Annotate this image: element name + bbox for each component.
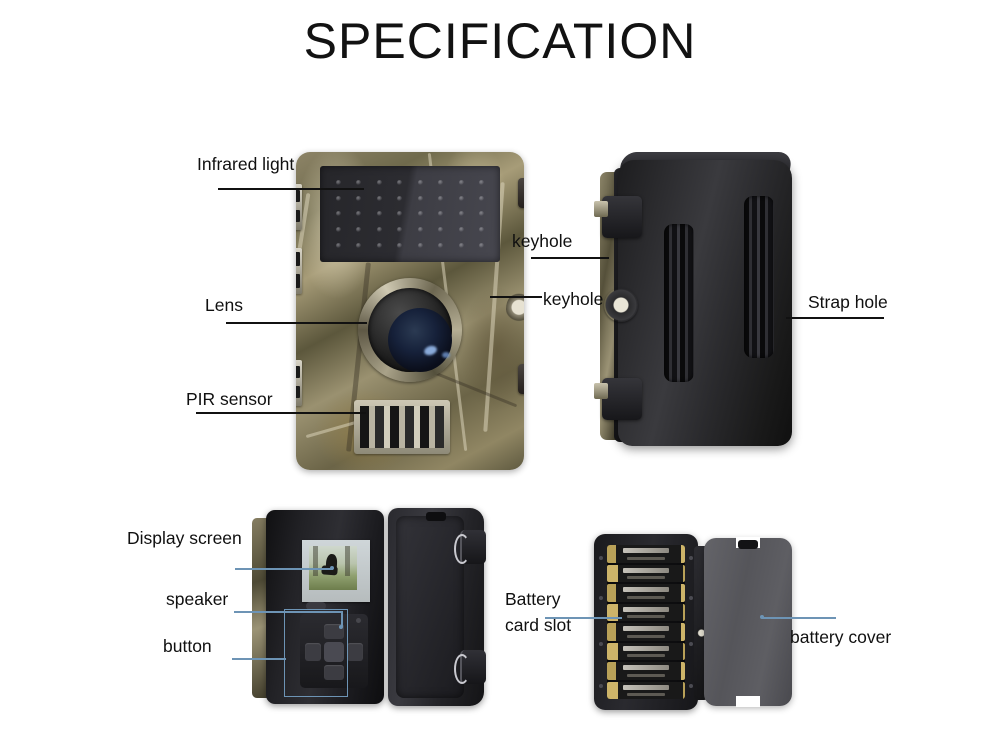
leader-line-display-screen	[235, 568, 333, 570]
battery-cell	[607, 545, 685, 563]
keyhole-opening	[604, 288, 638, 322]
strap-slot	[744, 196, 774, 358]
trail-camera-back-view	[594, 152, 793, 448]
leader-line-battery-cover	[762, 617, 836, 619]
leader-dot-speaker	[339, 625, 343, 629]
housing-back-shell	[618, 160, 792, 446]
leader-line-lens	[226, 322, 367, 324]
hinge-upper	[454, 530, 486, 564]
label-speaker: speaker	[166, 589, 229, 609]
battery-cell	[607, 584, 685, 602]
page-title: SPECIFICATION	[303, 13, 697, 69]
housing-knob	[518, 364, 524, 394]
label-button: button	[163, 636, 212, 656]
battery-cell	[607, 681, 685, 699]
battery-cell	[607, 662, 685, 680]
latch-clip-upper	[594, 196, 642, 238]
cover-notch-bottom	[736, 696, 760, 707]
strap-slot	[664, 224, 694, 382]
latch-clip-lower	[594, 378, 642, 420]
dpad-left-button	[305, 643, 321, 661]
label-battery-cover: battery cover	[790, 627, 892, 647]
side-latch-clip	[296, 248, 302, 294]
housing-knob	[518, 178, 524, 208]
battery-cell	[607, 564, 685, 582]
battery-card-slot	[607, 545, 685, 699]
label-battery-card-slot-line2: card slot	[505, 615, 572, 635]
deer-photo	[325, 553, 338, 575]
camera-front-panel	[266, 510, 384, 704]
leader-line-pir-sensor	[196, 412, 366, 414]
pir-sensor	[354, 400, 450, 454]
lens-flare	[422, 344, 439, 357]
label-strap-hole: Strap hole	[808, 292, 888, 312]
leader-line-button	[232, 658, 286, 660]
leader-line-keyhole-upper	[531, 257, 609, 259]
camera-cover-lid	[388, 508, 486, 706]
side-latch-clip	[296, 360, 302, 406]
cover-tab	[738, 540, 758, 549]
leader-line-keyhole-lower	[490, 296, 542, 298]
label-keyhole-lower: keyhole	[543, 289, 604, 309]
side-latch-clip	[296, 184, 302, 230]
dpad-right-button	[347, 643, 363, 661]
leader-line-speaker	[234, 611, 342, 613]
leader-dot-battery-cover	[760, 615, 764, 619]
leader-line-infrared-light	[218, 188, 364, 190]
trail-camera-front-view	[296, 152, 524, 470]
trail-camera-open-view	[252, 508, 496, 706]
battery-cell	[607, 623, 685, 641]
cover-lid-notch	[426, 512, 446, 521]
speaker-hole	[356, 618, 361, 623]
label-keyhole-upper: keyhole	[512, 231, 573, 251]
infrared-led-panel	[320, 166, 500, 262]
infrared-led-grid	[328, 175, 492, 253]
lens-flare	[442, 352, 450, 358]
hinge-lower	[454, 650, 486, 684]
dpad-down-button	[324, 665, 344, 680]
battery-cell	[607, 603, 685, 621]
keyhole-opening	[696, 626, 707, 640]
label-pir-sensor: PIR sensor	[186, 389, 273, 409]
label-lens: Lens	[205, 295, 243, 315]
lens-glass	[388, 308, 452, 372]
label-display-screen: Display screen	[127, 528, 242, 548]
battery-cell	[607, 642, 685, 660]
lens-barrel	[368, 288, 452, 372]
battery-compartment	[594, 534, 698, 710]
leader-line-battery-card-slot	[545, 617, 622, 619]
menu-button	[306, 602, 326, 610]
label-battery-card-slot-line1: Battery	[505, 589, 561, 609]
leader-line-speaker-drop	[341, 611, 343, 627]
button-highlight-box	[284, 609, 348, 697]
pir-sensor-fresnel	[360, 406, 444, 448]
display-screen	[302, 540, 370, 602]
cover-lid-inner	[396, 516, 464, 698]
battery-cover-panel	[704, 537, 792, 707]
label-infrared-light: Infrared light	[197, 154, 295, 174]
leader-dot-display-screen	[330, 566, 334, 570]
strap-eyelet	[506, 292, 524, 326]
dpad-ok-button	[324, 642, 344, 662]
leader-line-strap-hole	[786, 317, 884, 319]
camera-lens	[358, 278, 462, 382]
